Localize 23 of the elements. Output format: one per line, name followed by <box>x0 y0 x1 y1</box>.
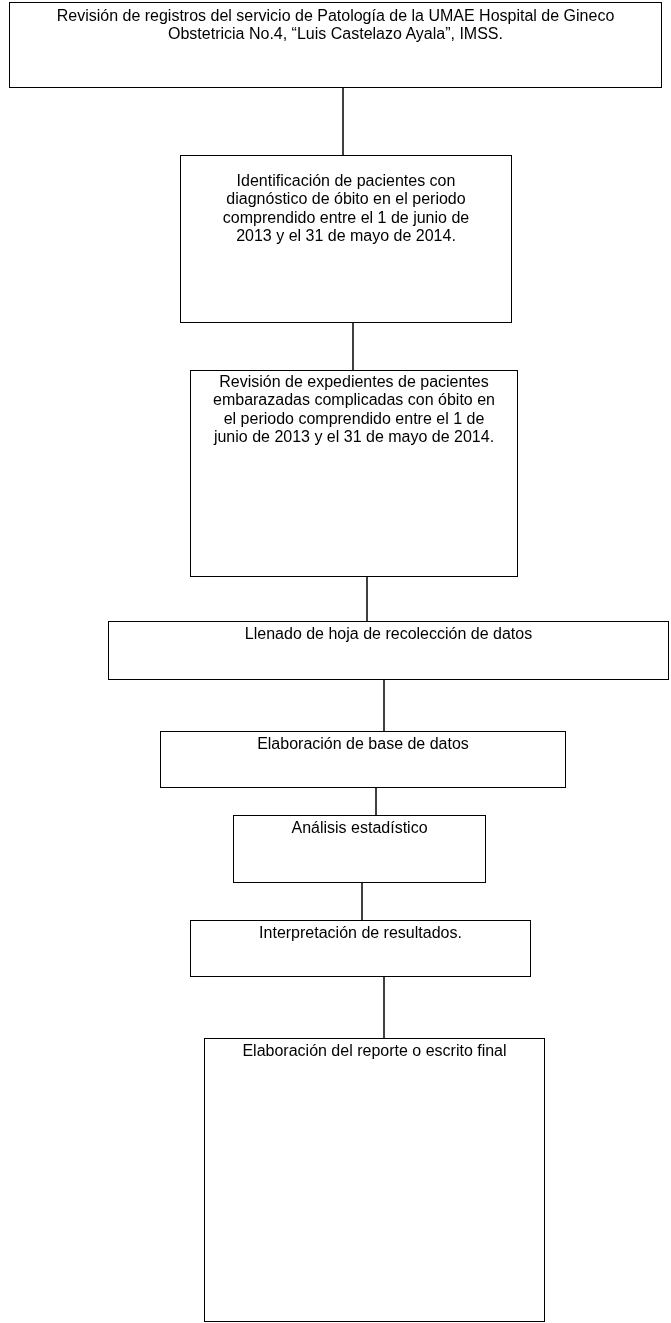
connector-line <box>352 322 354 371</box>
process-box <box>108 621 669 680</box>
connector-line <box>342 87 344 156</box>
process-box <box>160 731 566 788</box>
step-text: Identificación de pacientes con diagnóstico de óbito en el periodo comprendido entre el 1 de junio de 2013 y el 31 de mayo de 2014. <box>221 172 471 246</box>
step-text: Revisión de registros del servicio de Patología de la UMAE Hospital de Gineco Obstetricia No.4, “Luis Castelazo Ayala”, IMSS. <box>55 7 616 44</box>
process-box <box>233 815 486 883</box>
process-box <box>190 370 518 577</box>
step-text: Revisión de expedientes de pacientes embarazadas complicadas con óbito en el periodo comprendido entre el 1 de junio de 2013 y el 31 de mayo de 2014. <box>212 373 496 447</box>
connector-line <box>383 679 385 732</box>
step-text: Elaboración de base de datos <box>256 735 470 754</box>
step-text: Llenado de hoja de recolección de datos <box>243 625 534 644</box>
process-box <box>204 1038 545 1322</box>
connector-line <box>375 787 377 816</box>
process-box <box>190 920 531 977</box>
step-text: Elaboración del reporte o escrito final <box>241 1042 508 1061</box>
step-text: Interpretación de resultados. <box>258 924 463 943</box>
process-box <box>180 155 512 323</box>
process-box <box>9 2 662 88</box>
step-text: Análisis estadístico <box>290 819 429 838</box>
connector-line <box>366 576 368 622</box>
connector-line <box>361 882 363 921</box>
connector-line <box>383 976 385 1039</box>
